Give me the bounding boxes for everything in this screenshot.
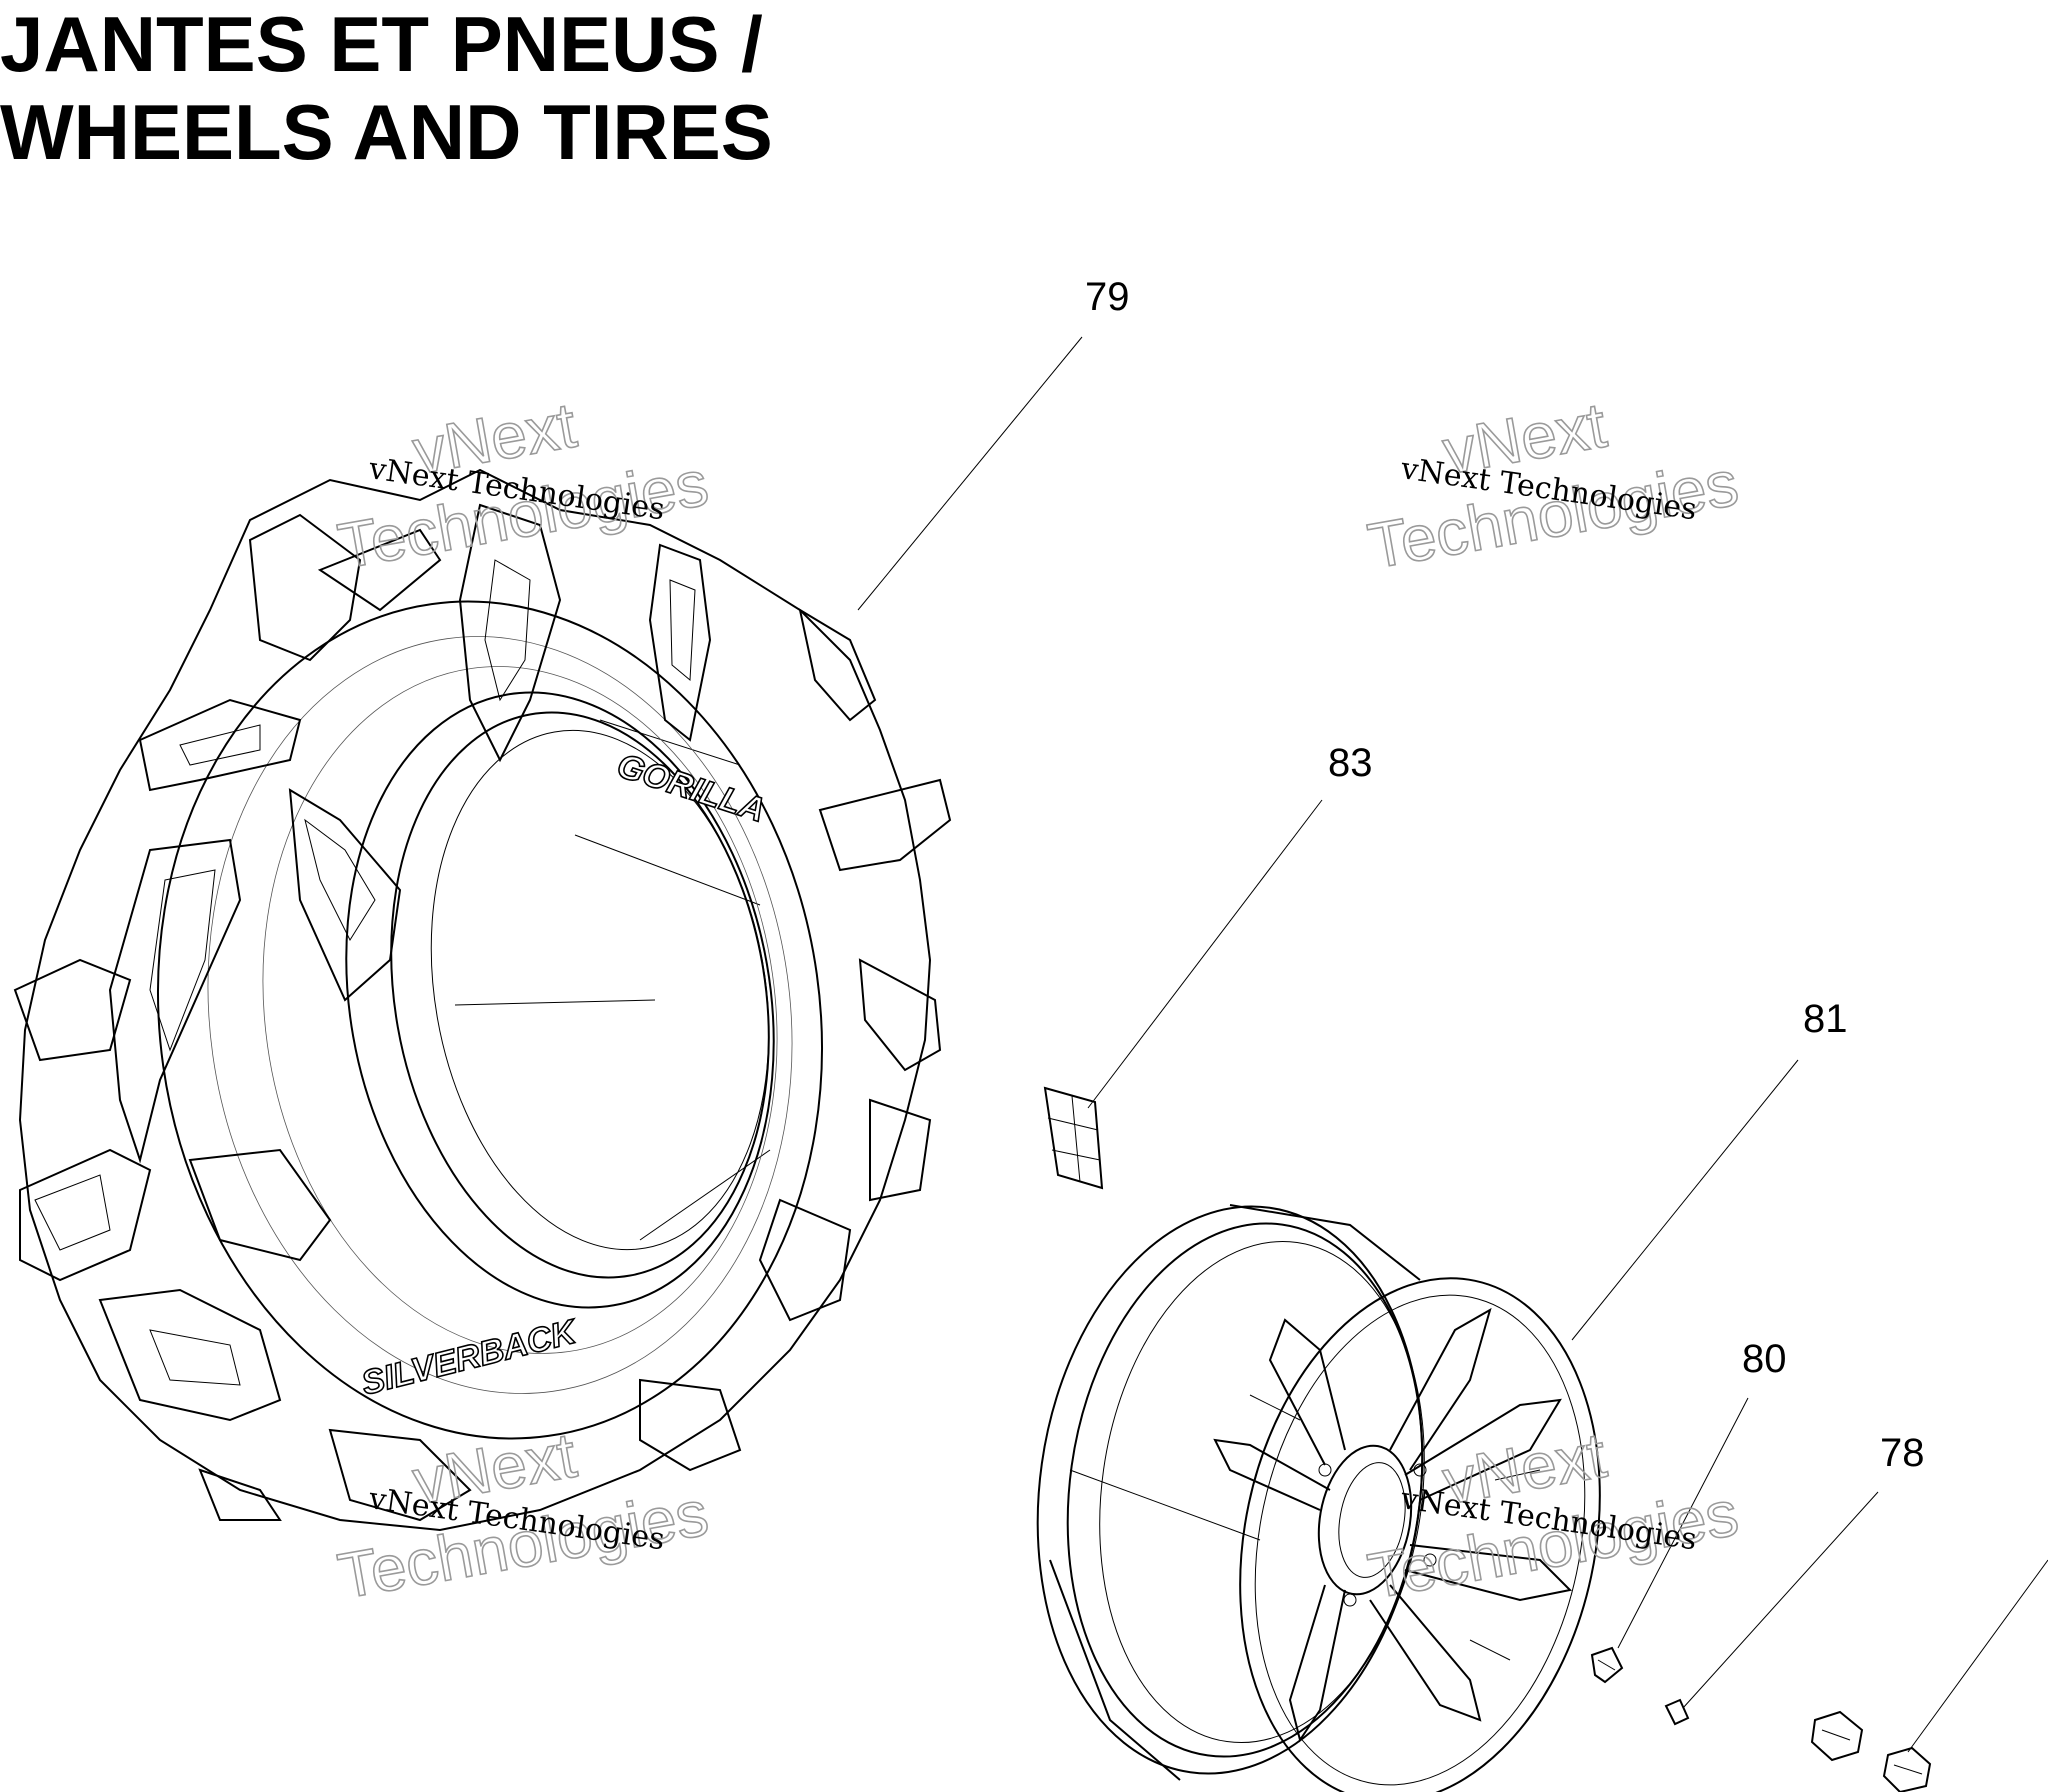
leader-line-81: [1571, 1059, 1799, 1341]
leader-line-offpage: [1907, 1559, 2048, 1753]
tire-marking-gorilla: GORILLA: [613, 746, 770, 829]
rim-drawing[interactable]: [1002, 1181, 1646, 1792]
leader-line-78: [1682, 1491, 1879, 1709]
callout-79: 79: [1085, 275, 1130, 319]
valve-cap-drawing[interactable]: [1664, 1698, 1690, 1726]
callout-81: 81: [1803, 997, 1848, 1041]
label-decal-drawing[interactable]: [1043, 1086, 1104, 1190]
title-french: JANTES ET PNEUS /: [0, 0, 763, 88]
valve-stem-drawing[interactable]: [1590, 1646, 1624, 1684]
tire-drawing[interactable]: GORILLA SILVERBACK: [13, 468, 952, 1532]
leader-line-79: [857, 336, 1083, 611]
tire-marking-silverback: SILVERBACK: [358, 1312, 582, 1402]
leader-line-80: [1617, 1397, 1749, 1649]
callout-83: 83: [1328, 741, 1373, 785]
lug-nut-drawing-2[interactable]: [1882, 1746, 1932, 1792]
callout-80: 80: [1742, 1337, 1787, 1381]
title-english: WHEELS AND TIRES: [0, 88, 773, 176]
lug-nut-drawing[interactable]: [1810, 1710, 1864, 1762]
page-title: JANTES ET PNEUS / WHEELS AND TIRES: [0, 0, 773, 176]
callout-78: 78: [1880, 1431, 1925, 1475]
leader-line-83: [1087, 799, 1323, 1109]
